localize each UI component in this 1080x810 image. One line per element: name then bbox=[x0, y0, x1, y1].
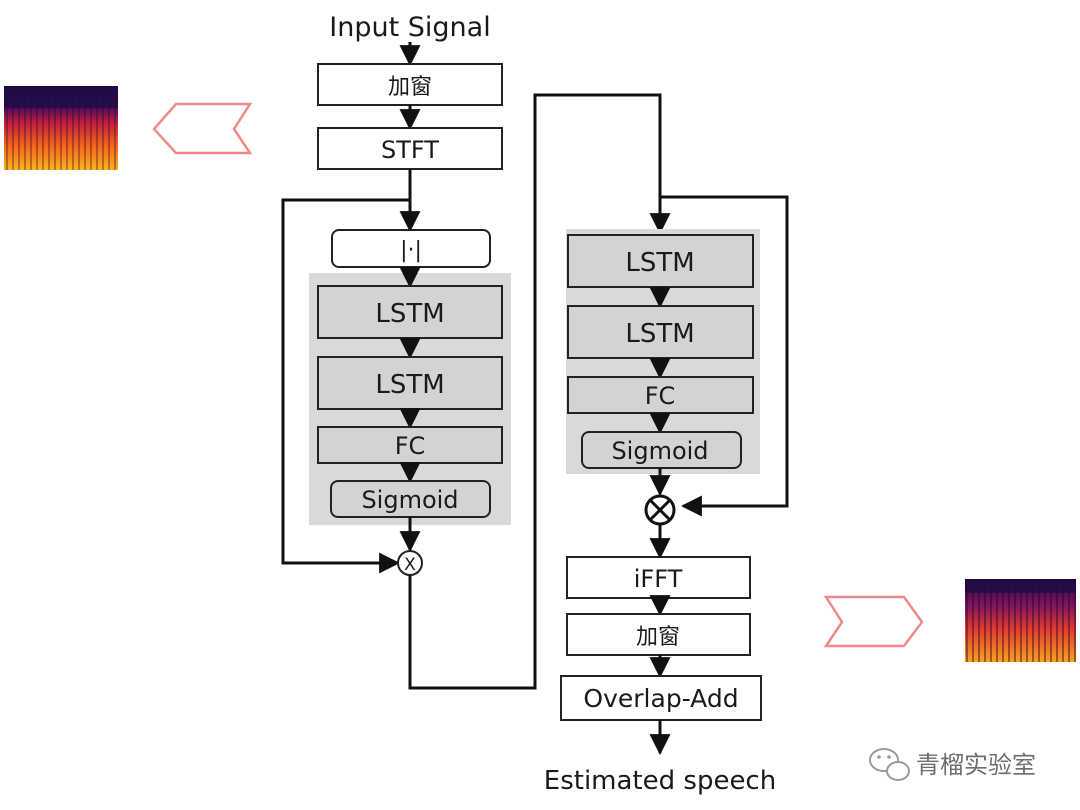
output-chevron-icon bbox=[823, 595, 924, 648]
stage2: LSTM LSTM FC Sigmoid iFFT 加窗 Overlap-Add bbox=[560, 195, 789, 756]
sigmoid-label-2: Sigmoid bbox=[611, 437, 708, 465]
input-chevron-icon bbox=[152, 102, 253, 155]
lstm-box-2a bbox=[567, 234, 754, 288]
multiply-label: X bbox=[404, 555, 416, 575]
overlap-add-label: Overlap-Add bbox=[583, 684, 738, 713]
lstm-box-2b bbox=[567, 305, 754, 359]
window-box-2 bbox=[566, 613, 751, 656]
window-label-2: 加窗 bbox=[636, 625, 680, 650]
lstm-label-1b: LSTM bbox=[375, 370, 444, 400]
magnitude-label: |·| bbox=[400, 238, 422, 263]
lstm-label-1a: LSTM bbox=[375, 299, 444, 329]
multiply-node-2 bbox=[644, 494, 676, 526]
lstm-box-1b bbox=[317, 356, 503, 410]
estimated-speech-label: Estimated speech bbox=[544, 766, 776, 796]
sigmoid-label-1: Sigmoid bbox=[361, 486, 458, 514]
watermark-text: 青榴实验室 bbox=[916, 751, 1036, 779]
lstm-label-2b: LSTM bbox=[625, 319, 694, 349]
lstm-box-1a bbox=[317, 285, 503, 339]
stft-label: STFT bbox=[381, 136, 439, 164]
fc-box-2 bbox=[567, 376, 754, 414]
input-signal-label: Input Signal bbox=[329, 12, 490, 43]
wechat-icon bbox=[869, 748, 910, 781]
fc-box-1 bbox=[317, 426, 503, 464]
input-spectrogram-image bbox=[4, 86, 118, 170]
fc-label-2: FC bbox=[645, 382, 676, 410]
lstm-label-2a: LSTM bbox=[625, 248, 694, 278]
stage1: 加窗 STFT |·| LSTM LSTM FC Sigmoid X bbox=[281, 42, 671, 690]
window-label-1: 加窗 bbox=[388, 75, 432, 100]
output-spectrogram-image bbox=[965, 579, 1076, 662]
fc-label-1: FC bbox=[395, 432, 426, 460]
ifft-label: iFFT bbox=[634, 565, 683, 593]
